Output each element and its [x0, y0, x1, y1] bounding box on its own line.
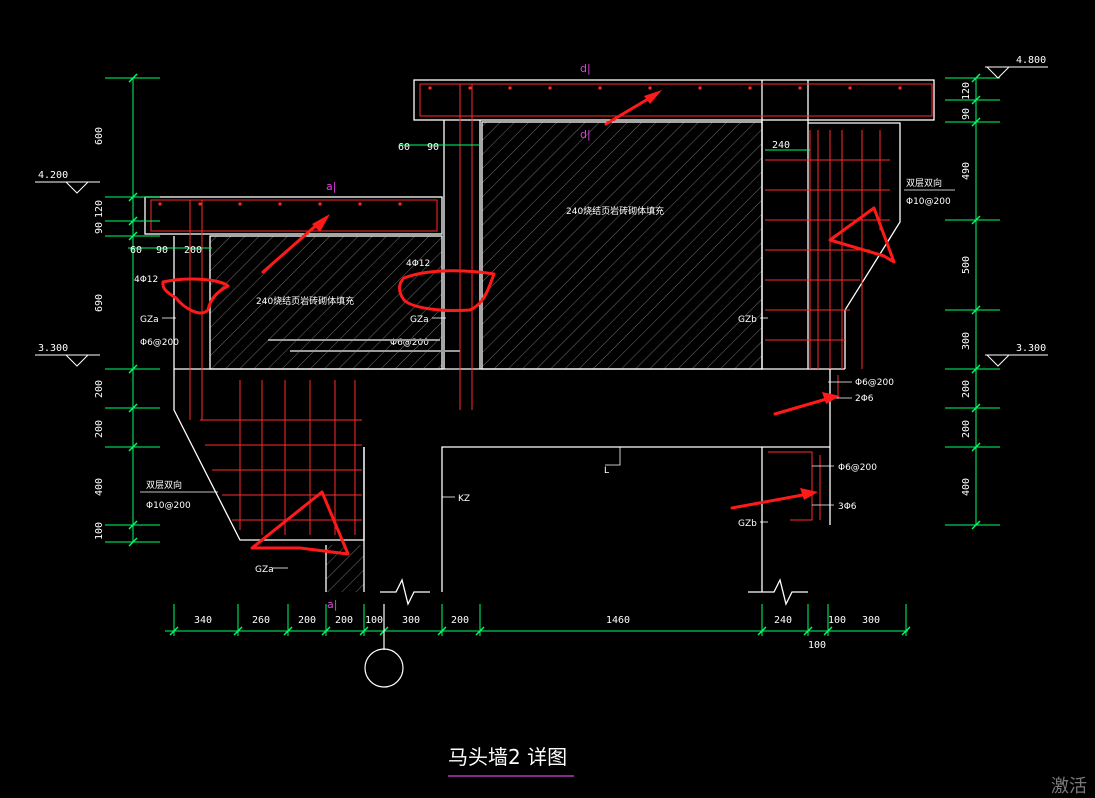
- bottom-dim-200-a: 200: [298, 615, 316, 626]
- dimension-ticks: [128, 73, 981, 636]
- hatch-areas: [210, 122, 762, 592]
- rebar-lines: [150, 83, 933, 535]
- red-annotations: [161, 94, 896, 556]
- label-stirrup-a: Φ6@200: [140, 338, 179, 348]
- bottom-dim-100-b: 100: [828, 615, 846, 626]
- right-dim-200-a: 200: [961, 380, 972, 398]
- fill-text-lower: 240烧结页岩砖砌体填充: [256, 295, 354, 307]
- top-dim-90: 90: [427, 142, 439, 153]
- label-stirrup-d: Φ6@200: [838, 463, 877, 473]
- elevation-markers: [35, 66, 1048, 367]
- mid-dim-200: 200: [184, 245, 202, 256]
- beam-mark-bottom: a|: [327, 598, 337, 611]
- bottom-dim-340: 340: [194, 615, 212, 626]
- bottom-dimension-labels: 340 260 200 200 100 300 200 1460 240 100…: [194, 615, 880, 651]
- bottom-dim-200-b: 200: [335, 615, 353, 626]
- label-4phi12-a: 4Φ12: [134, 275, 158, 285]
- left-dim-690: 690: [94, 294, 105, 312]
- label-2phi6: 2Φ6: [855, 394, 874, 404]
- top-dim-240: 240: [772, 140, 790, 151]
- top-dim-60: 60: [398, 142, 410, 153]
- bottom-dim-extra-100: 100: [808, 640, 826, 651]
- beam-mark-mid: a|: [326, 180, 336, 193]
- bottom-dim-300-b: 300: [862, 615, 880, 626]
- label-gza-3: GZa: [255, 565, 274, 575]
- label-l: L: [604, 466, 609, 476]
- bottom-dim-240: 240: [774, 615, 792, 626]
- red-arrowheads: [312, 90, 840, 500]
- elevation-right-mid: 3.300: [1016, 343, 1046, 354]
- right-dim-300: 300: [961, 332, 972, 350]
- label-kz: KZ: [458, 494, 470, 504]
- label-3phi6: 3Φ6: [838, 502, 857, 512]
- structure-outline: [144, 79, 935, 606]
- left-dim-120: 120: [94, 200, 105, 218]
- component-labels: GZa GZa GZa GZb GZb KZ L 4Φ12 4Φ12 Φ6@20…: [134, 177, 951, 575]
- label-gza-1: GZa: [140, 315, 159, 325]
- label-4phi12-b: 4Φ12: [406, 259, 430, 269]
- left-dim-200-a: 200: [94, 380, 105, 398]
- label-dual-left-2: Φ10@200: [146, 501, 191, 511]
- activation-watermark: 激活: [1051, 776, 1087, 797]
- label-dual-right-2: Φ10@200: [906, 197, 951, 207]
- label-dual-right-1: 双层双向: [906, 177, 942, 189]
- elevation-left-mid: 3.300: [38, 343, 68, 354]
- mid-dim-90: 90: [156, 245, 168, 256]
- dimension-lines: [105, 77, 1000, 636]
- drawing-title: 马头墙2 详图: [448, 745, 567, 769]
- bottom-dim-260: 260: [252, 615, 270, 626]
- left-dim-200-b: 200: [94, 420, 105, 438]
- leader-lines: [140, 189, 955, 569]
- bottom-dim-1460: 1460: [606, 615, 630, 626]
- axis-bubble: [364, 604, 404, 688]
- bottom-dim-200-c: 200: [451, 615, 469, 626]
- left-dim-400: 400: [94, 478, 105, 496]
- label-dual-left-1: 双层双向: [146, 479, 182, 491]
- label-stirrup-b: Φ6@200: [390, 338, 429, 348]
- right-dim-120: 120: [961, 82, 972, 100]
- right-dim-490: 490: [961, 162, 972, 180]
- label-gzb-1: GZb: [738, 315, 757, 325]
- label-gzb-2: GZb: [738, 519, 757, 529]
- right-dim-400: 400: [961, 478, 972, 496]
- right-dim-90: 90: [961, 108, 972, 120]
- left-dim-100: 100: [94, 522, 105, 540]
- bottom-dim-100: 100: [365, 615, 383, 626]
- right-dim-500: 500: [961, 256, 972, 274]
- rebar-dots: [158, 86, 902, 206]
- label-gza-2: GZa: [410, 315, 429, 325]
- left-dim-600: 600: [94, 127, 105, 145]
- elevation-left-top: 4.200: [38, 170, 68, 181]
- beam-mark-top-2: d|: [580, 128, 591, 141]
- right-dimension-labels: 120 90 490 500 300 200 200 400: [961, 82, 972, 496]
- left-dim-90: 90: [94, 222, 105, 234]
- label-stirrup-c: Φ6@200: [855, 378, 894, 388]
- right-dim-200-b: 200: [961, 420, 972, 438]
- mid-dim-60: 60: [130, 245, 142, 256]
- beam-mark-top: d|: [580, 62, 591, 75]
- elevation-right-top: 4.800: [1016, 55, 1046, 66]
- left-dimension-labels: 600 120 90 690 200 200 400 100: [94, 127, 105, 540]
- bottom-dim-300: 300: [402, 615, 420, 626]
- fill-text-upper: 240烧结页岩砖砌体填充: [566, 205, 664, 217]
